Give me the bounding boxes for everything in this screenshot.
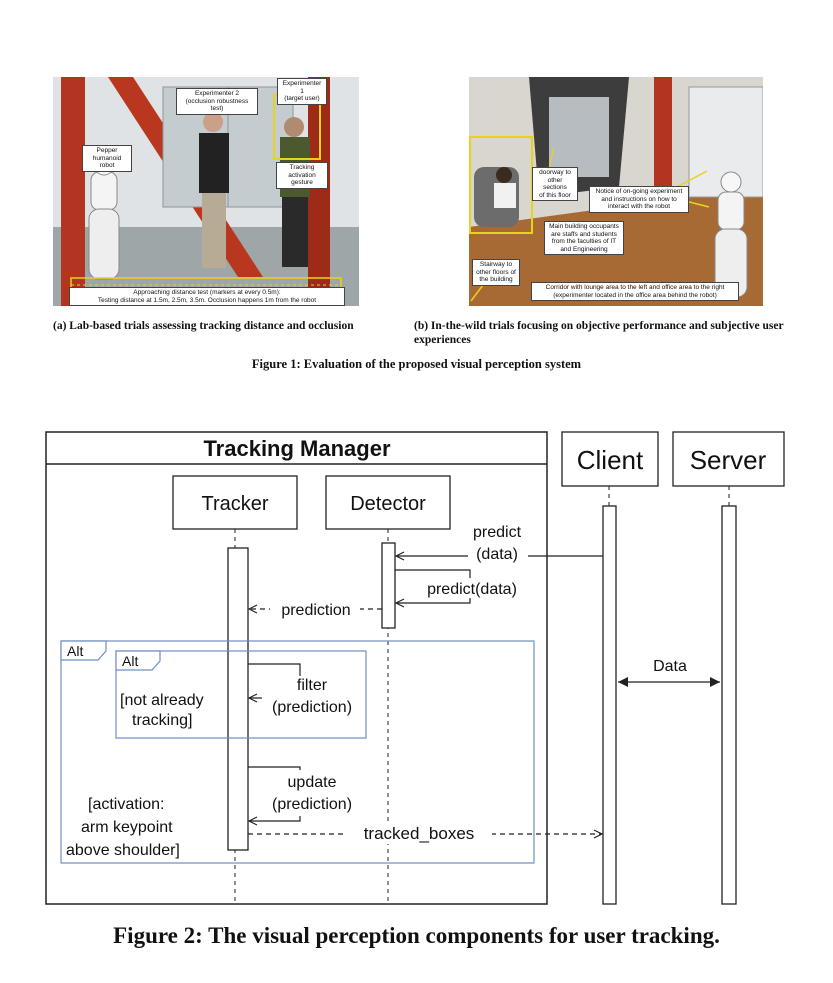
filter-label-2: (prediction) <box>272 699 352 716</box>
alt-outer-frame <box>60 640 535 864</box>
client-label: Client <box>577 445 644 475</box>
in-the-wild-photo: doorway to other sections of this floor … <box>469 77 763 306</box>
alt-outer-tab <box>60 640 107 661</box>
guard-not-tracking-line2: tracking] <box>132 712 192 729</box>
figure2-caption: Figure 2: The visual perception componen… <box>113 923 720 948</box>
detector-activation <box>381 542 396 629</box>
detector-label: Detector <box>350 493 426 515</box>
alt-inner-tab <box>115 650 161 671</box>
tracker-box <box>172 475 298 530</box>
server-activation <box>721 505 737 905</box>
label-notice: Notice of on-going experiment and instru… <box>589 186 689 213</box>
subcaption-b: (b) In-the-wild trials focusing on objec… <box>414 320 784 346</box>
alt-inner-label: Alt <box>122 653 138 669</box>
label-doorway: doorway to other sections of this floor <box>532 167 578 201</box>
sequence-diagram: Tracking Manager Tracker Detector Client… <box>45 431 785 905</box>
alt-inner-frame <box>115 650 367 739</box>
label-stairway: Stairway to other floors of the building <box>472 259 520 286</box>
guard-not-tracking-line1: [not already <box>120 692 204 709</box>
filter-label-1: filter <box>297 677 328 694</box>
label-corridor: Corridor with lounge area to the left an… <box>531 282 739 301</box>
detector-box <box>325 475 451 530</box>
lab-trial-photo: Experimenter 2 (occlusion robustness tes… <box>53 77 359 306</box>
label-pepper: Pepper humanoid robot <box>82 145 132 172</box>
subcaption-a: (a) Lab-based trials assessing tracking … <box>53 320 354 332</box>
client-activation <box>602 505 617 905</box>
label-gesture: Tracking activation gesture <box>276 162 328 189</box>
data-exchange-label: Data <box>653 658 687 675</box>
update-label-2: (prediction) <box>272 796 352 813</box>
predict-message-label-2: (data) <box>476 546 518 563</box>
guard-activation-line3: above shoulder] <box>66 842 180 859</box>
figure1-caption: Figure 1: Evaluation of the proposed vis… <box>251 357 582 371</box>
tracker-label: Tracker <box>201 493 268 515</box>
tracking-manager-frame <box>45 431 548 905</box>
predict-self-call-label: predict(data) <box>427 581 517 598</box>
alt-outer-label: Alt <box>67 643 83 659</box>
label-occupants: Main building occupants are staffs and s… <box>544 221 624 255</box>
client-box <box>561 431 659 487</box>
label-experimenter2: Experimenter 2 (occlusion robustness tes… <box>176 88 258 115</box>
label-experimenter1: Experimenter 1 (target user) <box>277 78 327 105</box>
tracked-boxes-label: tracked_boxes <box>364 824 475 843</box>
label-distance-test: Approaching distance test (markers at ev… <box>69 287 345 306</box>
guard-activation-line2: arm keypoint <box>81 819 173 836</box>
predict-message-label-1: predict <box>473 524 522 541</box>
prediction-return-label: prediction <box>281 602 350 619</box>
tracking-manager-title: Tracking Manager <box>203 436 391 461</box>
server-box <box>672 431 785 487</box>
guard-activation-line1: [activation: <box>88 796 164 813</box>
update-label-1: update <box>288 774 337 791</box>
tracker-activation <box>227 547 249 851</box>
server-label: Server <box>690 445 767 475</box>
